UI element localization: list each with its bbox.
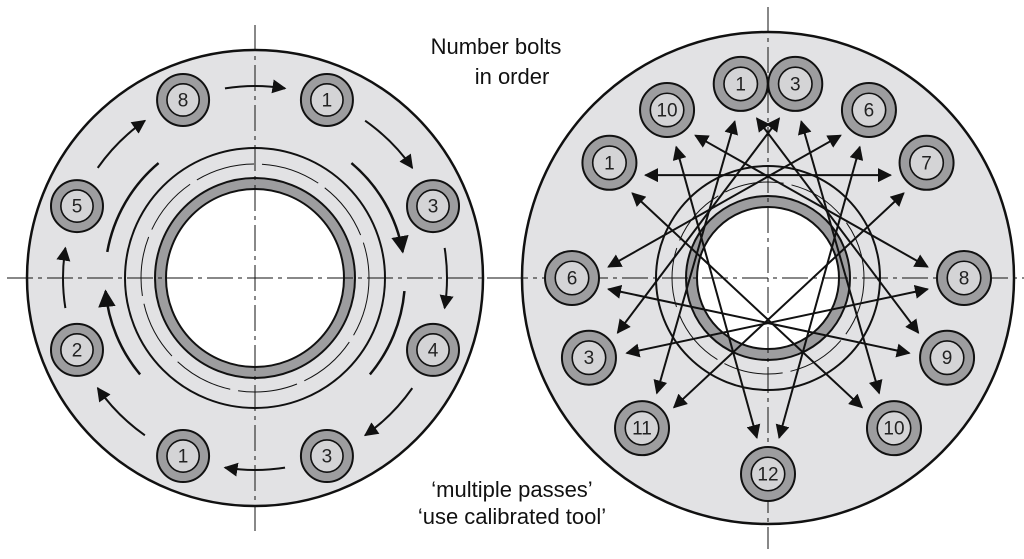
left-flange: 8 1 3 4 3 1 2 5	[7, 25, 503, 531]
sequence-arrow	[364, 119, 414, 170]
annotation-number-bolts: Number bolts	[431, 34, 562, 59]
bolt-center	[723, 66, 759, 102]
bolt-number-label: 3	[584, 348, 595, 369]
bolt-number-label: 1	[735, 74, 746, 95]
bolt-center	[750, 456, 786, 492]
bolt-number-label: 5	[72, 197, 83, 218]
bolt-center	[571, 340, 607, 376]
bolt-number-label: 1	[178, 447, 189, 468]
bolt-number-label: 8	[959, 269, 970, 290]
bolt-center	[649, 92, 685, 128]
bolt-number-label: 1	[604, 153, 615, 174]
bolt-center	[929, 340, 965, 376]
bolt-center	[591, 145, 627, 181]
bolt-center	[851, 92, 887, 128]
sequence-arrow	[96, 386, 146, 437]
sequence-arrow	[363, 387, 414, 437]
bolt-number-label: 3	[428, 197, 439, 218]
bolt-number-label: 9	[942, 348, 953, 369]
bolt-number-label: 10	[883, 419, 904, 440]
bolt-center	[777, 66, 813, 102]
bolt-number-label: 4	[428, 340, 439, 361]
cross-pattern-arrow	[694, 134, 929, 268]
bolt-number-label: 6	[567, 269, 578, 290]
sequence-arrow	[223, 462, 286, 477]
inner-sequence-arrow	[368, 290, 406, 376]
right-flange: 1 3 6 7 8 9 10 12 11 3 6 1 10	[502, 7, 1024, 549]
bolt-number-label: 6	[864, 100, 875, 121]
bolt-center	[60, 333, 94, 367]
bolt-center	[554, 260, 590, 296]
bolt-center	[416, 189, 450, 223]
bolt-center	[909, 145, 945, 181]
sequence-arrow	[224, 79, 287, 94]
sequence-arrow	[56, 246, 71, 309]
bolt-number-label: 1	[322, 90, 333, 111]
annotation-multiple-passes: ‘multiple passes’	[431, 477, 592, 502]
bolt-number-label: 11	[632, 419, 652, 440]
bolt-number-label: 3	[322, 447, 333, 468]
bolt-center	[876, 410, 912, 446]
sequence-arrow	[439, 247, 454, 310]
bolt-center	[166, 439, 200, 473]
bolt-number-label: 3	[790, 74, 801, 95]
bolt-center	[624, 410, 660, 446]
annotation-calibrated-tool: ‘use calibrated tool’	[418, 504, 606, 529]
inner-sequence-arrow	[350, 162, 409, 254]
bolt-center	[166, 83, 200, 117]
bolt-center	[946, 260, 982, 296]
bolt-center	[310, 439, 344, 473]
bolt-number-label: 2	[72, 340, 83, 361]
bolt-center	[60, 189, 94, 223]
bolt-center	[416, 333, 450, 367]
bolt-number-label: 12	[757, 465, 778, 486]
sequence-arrow	[96, 119, 147, 169]
bolt-number-label: 10	[656, 100, 677, 121]
inner-sequence-arrow	[106, 162, 160, 253]
bolt-number-label: 7	[921, 153, 932, 174]
annotation-in-order: in order	[475, 64, 550, 89]
inner-sequence-arrow	[98, 289, 142, 376]
bolt-center	[310, 83, 344, 117]
bolt-number-label: 8	[178, 90, 189, 111]
